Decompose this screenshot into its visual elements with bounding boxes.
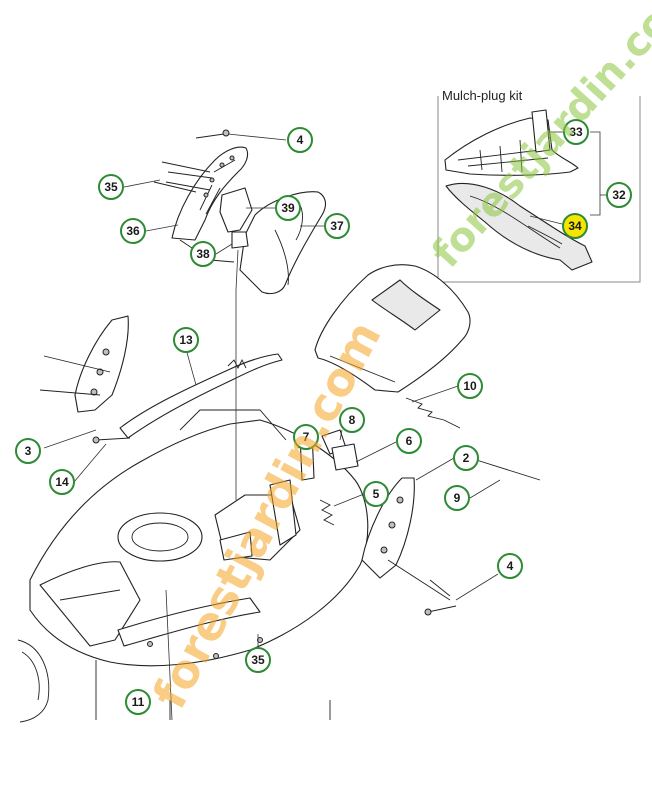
- callout-33: 33: [563, 119, 589, 145]
- svg-text:33: 33: [569, 125, 583, 139]
- svg-text:3: 3: [25, 444, 32, 458]
- svg-text:7: 7: [303, 430, 310, 444]
- svg-text:36: 36: [126, 224, 140, 238]
- callouts: 4 35 36 39 37 38 33 32 34 13 10 8 7 6 2 …: [15, 119, 632, 715]
- callout-10: 10: [457, 373, 483, 399]
- callout-35-top: 35: [98, 174, 124, 200]
- svg-text:38: 38: [196, 247, 210, 261]
- svg-text:8: 8: [349, 413, 356, 427]
- callout-3: 3: [15, 438, 41, 464]
- svg-text:34: 34: [568, 219, 582, 233]
- handle-bracket-assembly: [153, 129, 327, 295]
- callout-38: 38: [190, 241, 216, 267]
- callout-39: 39: [275, 195, 301, 221]
- handle-rod: [119, 353, 283, 439]
- svg-text:6: 6: [406, 434, 413, 448]
- screws: [92, 436, 457, 659]
- svg-text:10: 10: [463, 379, 477, 393]
- callout-9: 9: [444, 485, 470, 511]
- svg-text:32: 32: [612, 188, 626, 202]
- svg-text:39: 39: [281, 201, 295, 215]
- kit-title: Mulch-plug kit: [442, 88, 523, 103]
- mulch-plug-upper: [444, 109, 579, 176]
- callout-35-bottom: 35: [245, 647, 271, 673]
- callout-11: 11: [125, 689, 151, 715]
- callout-8: 8: [339, 407, 365, 433]
- wheel-fragment: [17, 639, 50, 723]
- frame-lines: [95, 660, 331, 720]
- callout-2: 2: [453, 445, 479, 471]
- svg-text:14: 14: [55, 475, 69, 489]
- kit-frame: [437, 96, 641, 283]
- svg-text:4: 4: [507, 559, 514, 573]
- callout-6: 6: [396, 428, 422, 454]
- svg-text:5: 5: [373, 487, 380, 501]
- svg-text:35: 35: [251, 653, 265, 667]
- svg-text:37: 37: [330, 219, 344, 233]
- svg-text:9: 9: [454, 491, 461, 505]
- svg-text:2: 2: [463, 451, 470, 465]
- rear-flap: [314, 264, 541, 481]
- svg-text:35: 35: [104, 180, 118, 194]
- callout-37: 37: [324, 213, 350, 239]
- left-hinge-bracket: [39, 315, 129, 413]
- callout-14: 14: [49, 469, 75, 495]
- callout-4-bottom: 4: [497, 553, 523, 579]
- svg-text:4: 4: [297, 133, 304, 147]
- callout-36: 36: [120, 218, 146, 244]
- svg-text:13: 13: [179, 333, 193, 347]
- callout-4-top: 4: [287, 127, 313, 153]
- kit-bracket: [590, 131, 601, 216]
- callout-34-highlighted: 34: [562, 213, 588, 239]
- mower-deck: [29, 409, 369, 667]
- svg-text:11: 11: [132, 695, 145, 709]
- callout-32: 32: [606, 182, 632, 208]
- mulch-plug-lower: [445, 182, 593, 271]
- mulch-plug-kit-inset: Mulch-plug kit: [437, 88, 641, 283]
- callout-5: 5: [363, 481, 389, 507]
- callout-7: 7: [293, 424, 319, 450]
- right-hinge-bracket: [361, 477, 451, 601]
- callout-13: 13: [173, 327, 199, 353]
